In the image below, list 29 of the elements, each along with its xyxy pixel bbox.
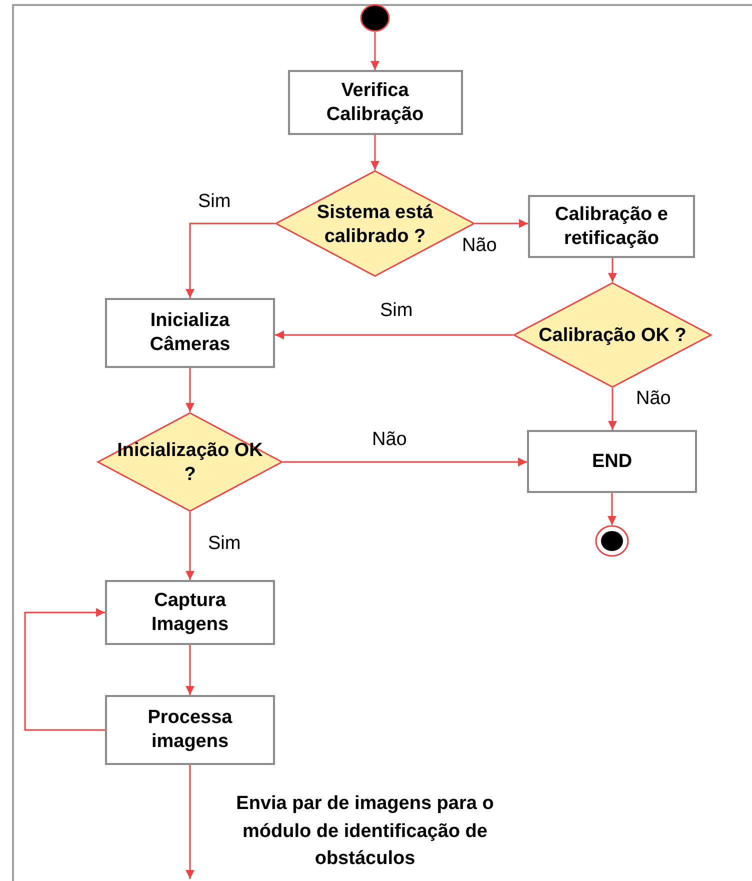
arrow <box>608 493 616 525</box>
arrow <box>608 388 617 430</box>
arrow <box>370 32 380 70</box>
arrow <box>475 219 528 228</box>
node-label: Inicialização OK ? <box>116 439 264 487</box>
process-box <box>288 70 462 135</box>
node-label: END <box>590 450 634 474</box>
arrow <box>186 512 194 580</box>
process-box <box>528 195 695 258</box>
node-label: Captura Imagens <box>150 588 230 636</box>
arrow <box>186 368 194 412</box>
arrow <box>186 222 275 298</box>
arrow <box>186 765 194 879</box>
process-box <box>105 580 275 645</box>
node-label: Calibração OK ? <box>538 324 686 348</box>
arrow <box>608 258 617 282</box>
node-label: Verifica Calibração <box>325 78 425 126</box>
arrow <box>275 330 513 340</box>
process-box <box>105 695 275 765</box>
arrow <box>370 135 380 170</box>
node-label: Calibração e retificação <box>554 202 669 250</box>
arrow <box>24 608 105 731</box>
arrow <box>186 645 194 695</box>
node-label: Sistema está calibrado ? <box>316 200 434 248</box>
arrow <box>283 458 527 466</box>
node-label: Inicializa Câmeras <box>148 309 232 357</box>
process-box <box>105 298 275 368</box>
process-box <box>527 430 697 493</box>
node-label: Processa imagens <box>146 706 234 754</box>
